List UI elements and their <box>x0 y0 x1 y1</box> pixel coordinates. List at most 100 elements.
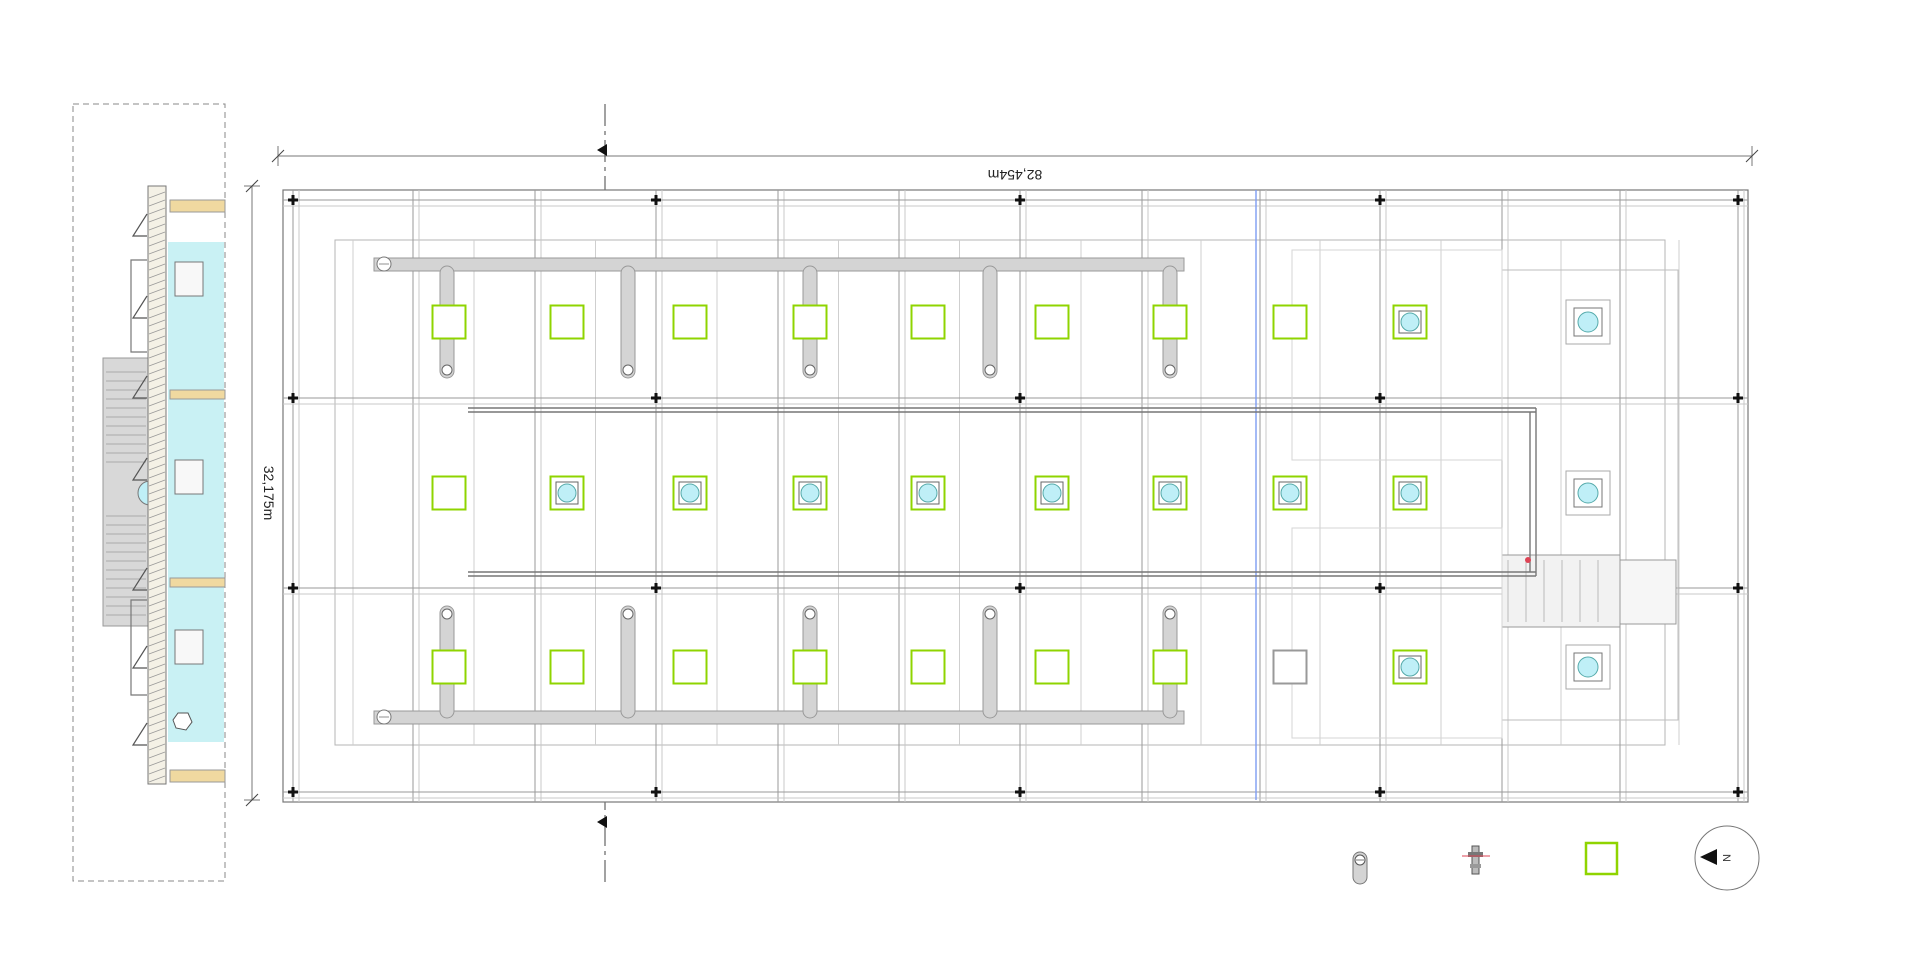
wall-hatch-line <box>148 303 166 311</box>
structural-grid <box>283 190 1748 802</box>
wall-hatch-line <box>148 519 166 527</box>
section-wall-hatch <box>148 191 166 783</box>
skylight-opening <box>1152 304 1188 340</box>
wall-hatch-line <box>148 319 166 327</box>
east-annex-outline <box>1291 249 1679 739</box>
column-cross-v <box>1378 393 1382 403</box>
duct-drop-south <box>982 605 998 719</box>
wall-hatch-line <box>148 591 166 599</box>
skylight-opening <box>672 649 708 685</box>
section-hex-detail <box>172 712 193 731</box>
column-cross-v <box>291 583 295 593</box>
wall-hatch-line <box>148 295 166 303</box>
annex-stair-core-2 <box>1619 559 1677 625</box>
wall-hatch-line <box>148 719 166 727</box>
wall-hatch-line <box>148 663 166 671</box>
duct-north <box>373 257 1185 272</box>
wall-hatch-line <box>148 527 166 535</box>
skylight-grid <box>431 304 1428 685</box>
skylight-opening <box>910 649 946 685</box>
column-cross-v <box>1378 583 1382 593</box>
wall-hatch-line <box>148 599 166 607</box>
cut-arrow-top <box>597 144 607 156</box>
section-room-box <box>174 459 204 495</box>
wall-hatch-line <box>148 727 166 735</box>
skylight-opening <box>1034 304 1070 340</box>
duct-drop-vent <box>441 364 453 376</box>
column-cross-v <box>654 787 658 797</box>
skylight-opening <box>792 304 828 340</box>
wall-hatch-line <box>148 759 166 767</box>
wall-hatch-line <box>148 215 166 223</box>
section-wall-column <box>147 185 167 785</box>
wall-hatch-line <box>148 479 166 487</box>
wall-hatch-line <box>148 503 166 511</box>
skylight-glass <box>1400 483 1420 503</box>
wall-hatch-line <box>148 271 166 279</box>
wall-hatch-line <box>148 383 166 391</box>
wall-hatch-line <box>148 231 166 239</box>
wall-hatch-line <box>148 559 166 567</box>
annex-stair-core <box>1501 554 1621 628</box>
wall-hatch-line <box>148 671 166 679</box>
wall-hatch-line <box>148 679 166 687</box>
section-frame <box>72 103 226 882</box>
wall-hatch-line <box>148 311 166 319</box>
duct-drop-vent <box>622 364 634 376</box>
wall-hatch-line <box>148 343 166 351</box>
cut-arrow-bottom <box>597 816 607 828</box>
column-cross-v <box>1736 393 1740 403</box>
wall-hatch-line <box>148 223 166 231</box>
wall-hatch-line <box>148 207 166 215</box>
duct-drop-vent <box>984 608 996 620</box>
wall-hatch-line <box>148 423 166 431</box>
duct-drop-vent <box>804 364 816 376</box>
skylight-opening <box>1272 649 1308 685</box>
skylight-opening <box>1272 304 1308 340</box>
skylight-glass <box>1577 311 1599 333</box>
duct-drop-north <box>620 265 636 379</box>
dimension-length: 82,454m <box>271 146 1759 183</box>
skylight-glass <box>1577 482 1599 504</box>
wall-hatch-line <box>148 487 166 495</box>
north-arrow-circle <box>1694 825 1760 891</box>
wall-hatch-line <box>148 279 166 287</box>
pipe-runs <box>468 407 1537 577</box>
skylight-opening <box>431 475 467 511</box>
section-bracket <box>131 722 148 746</box>
column-cross-v <box>1378 787 1382 797</box>
wall-hatch-line <box>148 431 166 439</box>
section-bracket <box>131 457 148 481</box>
wall-hatch-line <box>148 695 166 703</box>
north-arrow: N <box>1694 825 1760 891</box>
column-cross-v <box>1018 393 1022 403</box>
section-beam-top <box>169 199 226 213</box>
wall-hatch-line <box>148 191 166 199</box>
pipe-valve-marker <box>1525 557 1531 563</box>
skylight-opening <box>431 304 467 340</box>
section-room-outline <box>130 259 147 353</box>
section-bracket <box>131 645 148 669</box>
wall-hatch-line <box>148 199 166 207</box>
column-cross-v <box>1018 787 1022 797</box>
skylight-glass <box>557 483 577 503</box>
skylight-opening <box>672 304 708 340</box>
wall-hatch-line <box>148 535 166 543</box>
wall-hatch-line <box>148 711 166 719</box>
wall-hatch-line <box>148 775 166 783</box>
ventilation-duct-icon <box>1352 851 1368 885</box>
column-markers <box>288 195 1743 797</box>
wall-hatch-line <box>148 335 166 343</box>
column-cross-v <box>291 195 295 205</box>
skylight-glass <box>1400 657 1420 677</box>
section-elevation <box>72 103 226 882</box>
wall-hatch-line <box>148 447 166 455</box>
wall-hatch-line <box>148 375 166 383</box>
column-cross-v <box>1736 787 1740 797</box>
wall-hatch-line <box>148 287 166 295</box>
wall-hatch-line <box>148 239 166 247</box>
wall-hatch-line <box>148 247 166 255</box>
column-cross-v <box>1018 195 1022 205</box>
wall-hatch-line <box>148 463 166 471</box>
